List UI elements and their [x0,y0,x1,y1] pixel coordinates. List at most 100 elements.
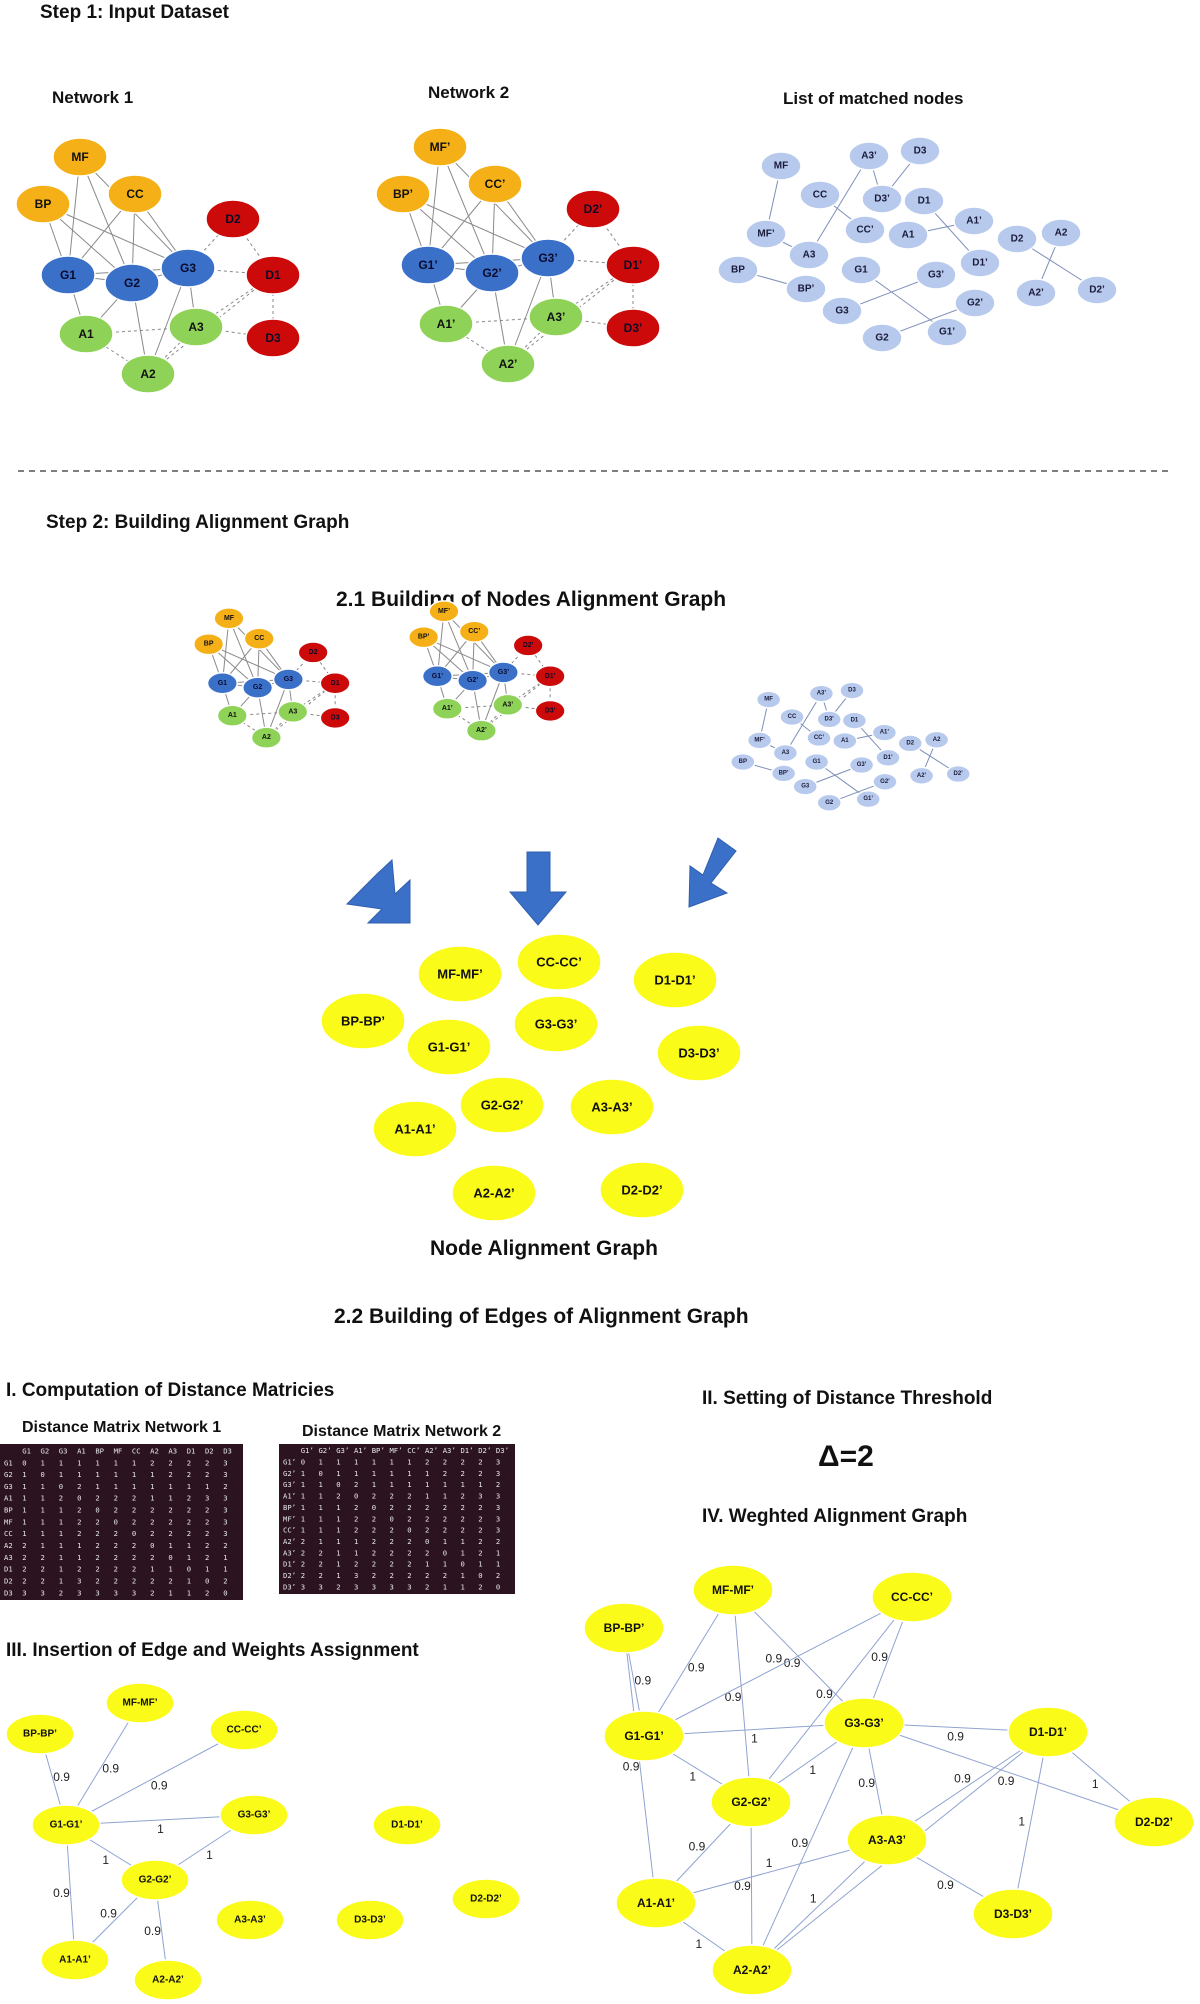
matrix2-cell: 1 [460,1582,464,1591]
list-node-d2: D2 [996,224,1038,254]
matrix2-cell: 2 [496,1571,500,1580]
arrow-right [688,837,737,908]
thumb-net1-node-d1: D1 [319,672,351,695]
net1-node-bp-shape [15,184,71,224]
matrix1-cell: 1 [59,1553,63,1562]
thumb-net1-node-mf: MF [213,607,245,630]
thumb-list-node-g3-label: G3 [801,784,810,790]
matrix1-header: A1 [77,1446,86,1455]
matrix2-cell: 2 [336,1582,340,1591]
thumb-net1-node-d1-shape [319,672,351,695]
list-node-d1p: D1’ [959,248,1001,278]
thumb-list-node-cc-shape [779,707,805,727]
matrix2-cell: 2 [407,1560,411,1569]
list-node-g2: G2 [861,323,903,353]
matrix2-row-label: BP’ [283,1503,296,1512]
matrix1-cell: 2 [150,1529,154,1538]
graph4-node-g3-g3p-label: G3-G3’ [844,1716,883,1730]
matrix1-cell: 0 [41,1470,45,1479]
matrix1-cell: 0 [223,1588,227,1597]
nag-node-g1-g1p-label: G1-G1’ [428,1040,471,1055]
matrix1-cell: 1 [187,1541,191,1550]
nag-node-cc-ccp: CC-CC’ [516,933,602,991]
thumb-net2-node-mfp-shape [428,600,460,623]
matrix2-cell: 2 [354,1514,358,1523]
matrix2-cell: 1 [336,1514,340,1523]
graph4-weight-label: 0.9 [947,1729,964,1743]
graph3-weight-label: 0.9 [102,1762,119,1776]
thumb-list-node-a2p: A2’ [908,766,935,785]
section-IV-title: IV. Weghted Alignment Graph [702,1506,967,1527]
graph4-node-g2-g2p: G2-G2’ [710,1776,792,1828]
thumb-list-node-g2p: G2’ [872,772,898,791]
graph4-node-bp-bpp: BP-BP’ [583,1602,665,1654]
graph4-node-g3-g3p: G3-G3’ [823,1697,905,1749]
matrix1-cell: 2 [95,1541,99,1550]
matrix2-cell: 0 [460,1560,464,1569]
matrix1-cell: 2 [22,1576,26,1585]
graph4-node-a2-a2p-label: A2-A2’ [733,1963,771,1977]
matrix2-cell: 3 [496,1492,500,1501]
graph3-node-d1-d1p-shape [372,1804,442,1846]
thumb-list-node-g2p-shape [872,772,898,791]
thumb-list-node-d3-label: D3 [848,688,856,694]
matrix1-cell: 1 [187,1553,191,1562]
matrix1-cell: 1 [132,1470,136,1479]
matrix2-cell: 2 [425,1503,429,1512]
matrix2-cell: 2 [478,1514,482,1523]
thumb-net2-node-ccp: CC’ [458,620,490,643]
graph4-node-a1-a1p: A1-A1’ [615,1877,697,1929]
list-node-a1: A1 [887,220,929,250]
list-node-cc-label: CC [813,190,827,201]
matrix2-cell: 1 [318,1514,322,1523]
net1-node-d2: D2 [205,199,261,239]
thumb-list-node-g1-shape [803,752,830,772]
matrix2-cell: 2 [318,1548,322,1557]
list-node-a1p: A1’ [953,206,995,236]
matrix1-cell: 1 [59,1576,63,1585]
matrix2-cell: 1 [389,1480,393,1489]
matrix1-cell: 2 [205,1458,209,1467]
list-node-bpp: BP’ [785,274,827,304]
thumb-list-node-d2-label: D2 [906,740,914,746]
matrix1-cell: 1 [132,1458,136,1467]
matrix1-cell: 2 [150,1553,154,1562]
matrix1-cell: 2 [132,1553,136,1562]
nag-node-a3-a3p-label: A3-A3’ [591,1100,632,1115]
matrix1-cell: 2 [114,1529,118,1538]
list-node-ccp-shape [844,215,886,245]
net2-node-g2p: G2’ [464,253,520,293]
nag-node-mf-mfp: MF-MF’ [417,945,503,1003]
thumb-net1-node-a3: A3 [277,700,309,724]
thumb-net1-node-a1-label: A1 [228,712,237,719]
thumb-net2-node-g3p: G3’ [487,661,519,684]
graph3-node-g1-g1p: G1-G1’ [31,1804,101,1846]
matrix2-cell: 2 [372,1548,376,1557]
net1-node-a2-label: A2 [140,367,156,381]
list-node-cc-shape [799,180,841,210]
matrix1-cell: 2 [59,1588,63,1597]
matrix2-cell: 2 [389,1537,393,1546]
thumb-list-node-a3-shape [772,743,799,763]
net1-edge [42,203,189,269]
list-node-a3-label: A3 [803,250,816,261]
thumb-net2-node-a3p-shape [492,693,524,717]
section-II-title: II. Setting of Distance Threshold [702,1388,992,1409]
matrix2-cell: 0 [354,1492,358,1501]
matrix1-cell: 1 [77,1458,81,1467]
net1-node-g1: G1 [40,255,96,295]
graph4-node-g1-g1p-shape [603,1710,685,1762]
nag-node-d2-d2p: D2-D2’ [599,1161,685,1219]
matrix2-cell: 0 [336,1480,340,1489]
matrix2-cell: 2 [407,1571,411,1580]
nag-node-d2-d2p-shape [599,1161,685,1219]
net1-node-a1-label: A1 [78,327,94,341]
graph4-weight-label: 0.9 [635,1673,652,1687]
nag-node-bp-bpp-label: BP-BP’ [341,1014,385,1029]
matrix1-cell: 0 [114,1517,118,1526]
net2-edge [402,193,549,259]
graph4-weight-label: 0.9 [766,1652,783,1666]
matrix1-cell: 2 [187,1517,191,1526]
matrix2-cell: 1 [478,1560,482,1569]
